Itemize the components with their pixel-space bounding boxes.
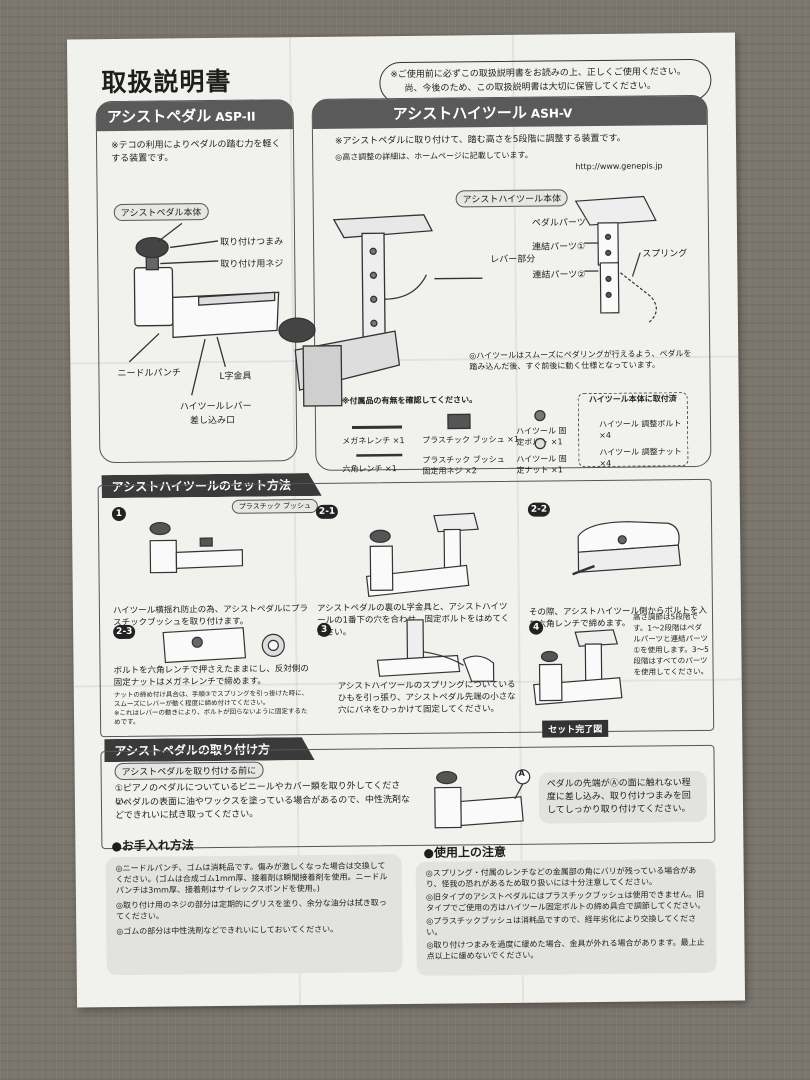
care-item-2: ◎取り付け用のネジの部分は定期的にグリスを塗り、余分な油分は拭き取ってください。 — [115, 898, 387, 922]
preinstalled-adjust-bolt: ハイツール 調整ボルト ×4 — [598, 419, 682, 440]
setup-step-2-3: 2-3 ボルトを六角レンチで押さえたままにし、反対側の固定ナットはメガネレンチで… — [113, 617, 313, 726]
caution-item-1: ◎スプリング・付属のレンチなどの金属部の角にバリが残っている場合があり、怪我の恐… — [425, 865, 697, 889]
preinstalled-adjust-nut: ハイツール 調整ナット ×4 — [599, 447, 682, 468]
mount-pre-title: アシストペダルを取り付ける前に — [114, 761, 264, 781]
ash-main-illustration — [278, 214, 483, 407]
step-2-2-illustration — [572, 521, 682, 576]
caution-item-4: ◎取り付けつまみを過度に緩めた場合、金具が外れる場合があります。最上止点以上に緩… — [426, 937, 705, 961]
step-number: 2-1 — [315, 504, 339, 519]
step-2-3-note-1: ナットの締め付け具合は、手順③でスプリングを引っ掛けた時に、スムーズにレバーが動… — [113, 689, 308, 709]
step-2-1-illustration — [365, 512, 479, 598]
preinstalled-box: ハイツール本体に取付済 ハイツール 調整ボルト ×4 ハイツール 調整ナット ×… — [577, 392, 689, 468]
step-4-text: 高さ調節は5段階です。1〜2段階はペダルパーツと連結パーツ①を使用します。3〜5… — [632, 611, 709, 677]
step-3-text: アシストハイツールのスプリングについているひもを引っ張り、アシストペダル先端の小… — [337, 679, 516, 716]
instruction-sheet: 取扱説明書 ※ご使用前に必ずこの取扱説明書をお読みの上、正しくご使用ください。 … — [66, 32, 746, 1008]
setup-step-2-2: 2-2 その際、アシストハイツール側からボルトを入れ六角レンチで締めます。 — [527, 495, 708, 630]
care-box: ◎ニードルパンチ、ゴムは消耗品です。傷みが激しくなった場合は交換してください。(… — [105, 854, 403, 976]
mount-instruction: ペダルの先端がⒶの面に触れない程度に差し込み、取り付けつまみを回してしっかり取り… — [538, 770, 708, 824]
plastic-bush-tag: プラスチック ブッシュ — [231, 498, 319, 514]
caution-item-2: ◎旧タイプのアシストペダルにはプラスチックブッシュは使用できません。旧タイプでご… — [425, 889, 706, 913]
accessories-icons — [352, 409, 546, 457]
step-number: 2-2 — [527, 502, 551, 517]
step-number: 2-3 — [113, 624, 136, 640]
ash-parts-diagram — [574, 195, 657, 323]
notice-line-2: 尚、今後のため、この取扱説明書は大切に保管してください。 — [404, 81, 656, 94]
step-number: 1 — [111, 506, 126, 522]
setup-step-3: 3 アシストハイツールのスプリングについているひもを引っ張り、アシストペダル先端… — [317, 615, 517, 716]
step-3-illustration — [376, 619, 495, 682]
mount-item-2: ②ペダルの表面に油やワックスを塗っている場合があるので、中性洗剤などできれいに拭… — [114, 794, 410, 822]
step-2-3-text: ボルトを六角レンチで押さえたままにし、反対側の固定ナットはメガネレンチで締めます… — [113, 664, 309, 689]
caution-box: ◎スプリング・付属のレンチなどの金属部の角にバリが残っている場合があり、怪我の恐… — [415, 858, 717, 976]
document-title: 取扱説明書 — [101, 66, 232, 98]
point-a-marker: A — [518, 768, 525, 778]
mount-illustration — [434, 769, 531, 829]
caution-header: ●使用上の注意 — [423, 844, 507, 860]
asp-illustration — [128, 222, 280, 396]
step-2-3-illustration — [162, 627, 285, 664]
preinstalled-title: ハイツール本体に取付済 — [588, 394, 677, 405]
step-4-illustration — [533, 629, 623, 706]
set-complete-badge: セット完了図 — [542, 719, 609, 738]
care-item-3: ◎ゴムの部分は中性洗剤などできれいにしておいてください。 — [116, 924, 339, 937]
caution-item-3: ◎プラスチックブッシュは消耗品ですので、経年劣化により交換してください。 — [426, 913, 697, 937]
care-item-1: ◎ニードルパンチ、ゴムは消耗品です。傷みが激しくなった場合は交換してください。(… — [115, 861, 388, 896]
step-2-3-note-2: ※これはレバーの動きにより、ボルトが回らないように固定するためです。 — [113, 707, 308, 727]
setup-step-1: 1 プラスチック ブッシュ ハイツール横揺れ防止の為、アシストペダルにプラスチッ… — [111, 498, 319, 628]
care-header: ●お手入れ方法 — [111, 838, 194, 854]
step-1-illustration — [149, 521, 244, 574]
setup-step-2-1: 2-1 アシストペダルの裏のL字金具と、アシストハイツールの1番下の穴を合わせ、… — [315, 497, 516, 638]
setup-step-4: 4 高さ調節は5段階です。1〜2段階はペダルパーツと連結パーツ①を使用します。3… — [529, 612, 709, 738]
step-number: 3 — [317, 622, 332, 637]
